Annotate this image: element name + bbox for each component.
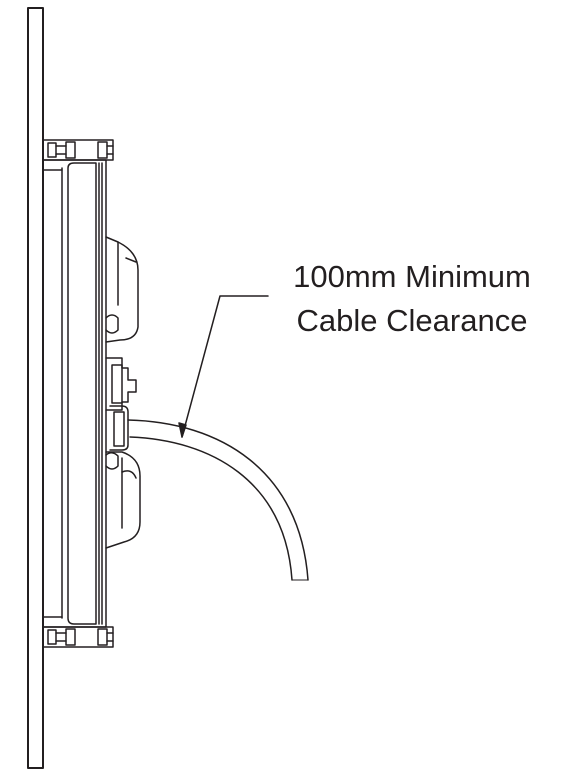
upper-rear-handle	[105, 236, 139, 343]
top-mounting-bracket	[42, 139, 114, 161]
bottom-mounting-bracket	[42, 626, 114, 648]
wall-panel	[27, 7, 44, 769]
unit-housing	[42, 159, 107, 628]
callout-leader	[178, 295, 269, 438]
callout-line-2: Cable Clearance	[296, 303, 528, 338]
cable	[127, 419, 309, 581]
connector-block	[105, 357, 137, 451]
clearance-callout: 100mm Minimum Cable Clearance	[262, 255, 562, 343]
lower-rear-handle	[105, 451, 141, 549]
callout-line-1: 100mm Minimum	[293, 259, 531, 294]
